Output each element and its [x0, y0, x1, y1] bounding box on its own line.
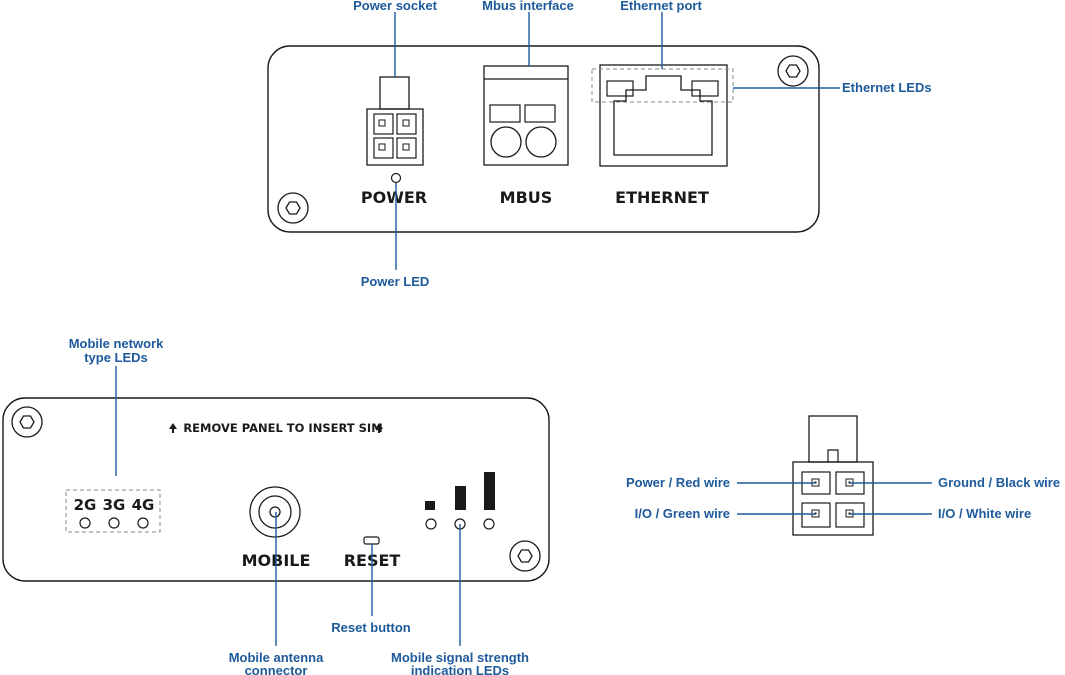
sim-notice: REMOVE PANEL TO INSERT SIM [183, 421, 382, 435]
reset-button-icon [363, 536, 380, 545]
power-red-callout: Power / Red wire [626, 475, 730, 490]
signal-strength-bars-icon [425, 472, 495, 510]
top-right-screw-icon [777, 55, 809, 87]
io-green-callout: I/O / Green wire [635, 506, 730, 521]
top-panel-outline [267, 45, 820, 233]
reset-button-callout: Reset button [331, 620, 411, 635]
power-led-icon [390, 172, 402, 184]
pin-io-white-icon [835, 502, 865, 528]
power-label: POWER [361, 188, 427, 207]
ethernet-leds-callout: Ethernet LEDs [842, 80, 932, 95]
antenna-callout-line2: connector [245, 663, 308, 675]
top-panel: POWER MBUS ETHERNET [267, 45, 820, 233]
network-type-3g: 3G [103, 496, 126, 514]
network-type-2g: 2G [74, 496, 97, 514]
antenna-callout-line1: Mobile antenna [229, 650, 324, 665]
ground-black-callout: Ground / Black wire [938, 475, 1060, 490]
ethernet-led-right-icon [691, 80, 719, 97]
mbus-terminal-icon [483, 65, 569, 166]
led-2g-icon [79, 517, 91, 529]
ethernet-led-left-icon [606, 80, 634, 97]
signal-led-1-icon [425, 518, 437, 530]
ethernet-port-icon [591, 64, 734, 167]
power-connector-pinout: Power / Red wire Ground / Black wire I/O… [626, 415, 1060, 536]
network-leds-callout-line1: Mobile network [69, 336, 164, 351]
top-callouts: Power socket Mbus interface Ethernet por… [353, 0, 931, 289]
pin-io-green-icon [801, 502, 831, 528]
connector-latch-icon [808, 415, 858, 463]
io-white-callout: I/O / White wire [938, 506, 1031, 521]
up-arrow-left-icon [169, 423, 177, 433]
led-4g-icon [137, 517, 149, 529]
network-leds-highlight [65, 489, 161, 533]
connector-body-icon [792, 461, 874, 536]
network-type-4g: 4G [132, 496, 155, 514]
bottom-callouts: Mobile network type LEDs Mobile antenna … [69, 336, 529, 675]
ethernet-port-callout: Ethernet port [620, 0, 702, 13]
antenna-connector-icon [249, 486, 301, 538]
signal-leds-callout-line2: indication LEDs [411, 663, 509, 675]
signal-led-3-icon [483, 518, 495, 530]
mbus-label: MBUS [500, 188, 553, 207]
power-led-callout: Power LED [361, 274, 430, 289]
mbus-interface-callout: Mbus interface [482, 0, 574, 13]
network-leds-callout-line2: type LEDs [84, 350, 148, 365]
power-socket-icon [366, 76, 424, 166]
up-arrow-right-icon [375, 423, 383, 433]
ethernet-label: ETHERNET [615, 188, 709, 207]
led-3g-icon [108, 517, 120, 529]
top-left-screw-icon [277, 192, 309, 224]
power-socket-callout: Power socket [353, 0, 437, 13]
signal-leds-callout-line1: Mobile signal strength [391, 650, 529, 665]
ethernet-leds-highlight [591, 68, 734, 103]
bottom-left-screw-icon [11, 406, 43, 438]
bottom-right-screw-icon [509, 540, 541, 572]
